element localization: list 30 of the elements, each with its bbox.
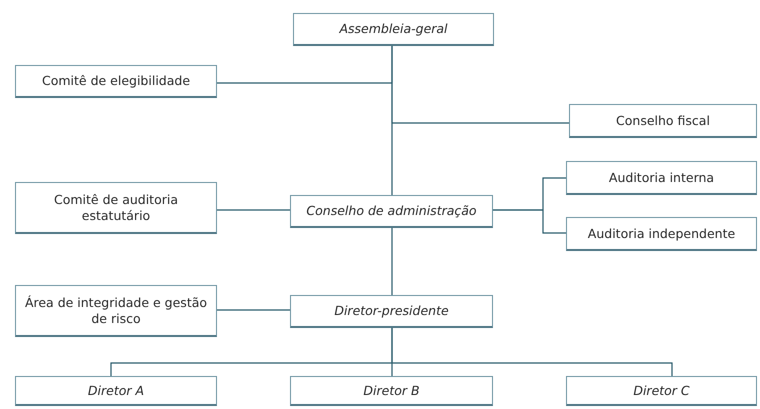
- org-box: [566, 217, 757, 251]
- box-label: Diretor C: [633, 382, 690, 398]
- box-label: Conselho de administração: [306, 203, 477, 219]
- connector-line: [391, 228, 393, 295]
- connector-line: [217, 209, 290, 211]
- box-label: Assembleia-geral: [339, 21, 448, 37]
- box-label: Diretor A: [88, 382, 144, 398]
- org-box: [566, 376, 757, 406]
- box-label: Diretor B: [363, 382, 420, 398]
- box-label: Auditoria interna: [608, 170, 714, 186]
- box-label: Auditoria independente: [588, 226, 736, 242]
- org-box: [290, 376, 493, 406]
- org-box: [293, 13, 494, 46]
- org-box: [15, 65, 217, 98]
- org-box: [15, 376, 217, 406]
- connector-line: [217, 309, 290, 311]
- org-box: [15, 182, 217, 234]
- box-label: Diretor-presidente: [334, 303, 449, 319]
- box-label: Comitê de auditoria estatutário: [53, 192, 179, 224]
- connector-line: [391, 46, 393, 195]
- org-box: [290, 195, 493, 228]
- org-box: [566, 161, 757, 195]
- org-box: [290, 295, 493, 328]
- box-label: Comitê de elegibilidade: [42, 73, 190, 89]
- connector-line: [391, 328, 673, 376]
- box-label: Conselho fiscal: [616, 112, 710, 128]
- box-label: Área de integridade e gestão de risco: [24, 294, 208, 326]
- org-box: [15, 285, 217, 337]
- org-box: [569, 104, 757, 138]
- connector-line: [493, 209, 566, 234]
